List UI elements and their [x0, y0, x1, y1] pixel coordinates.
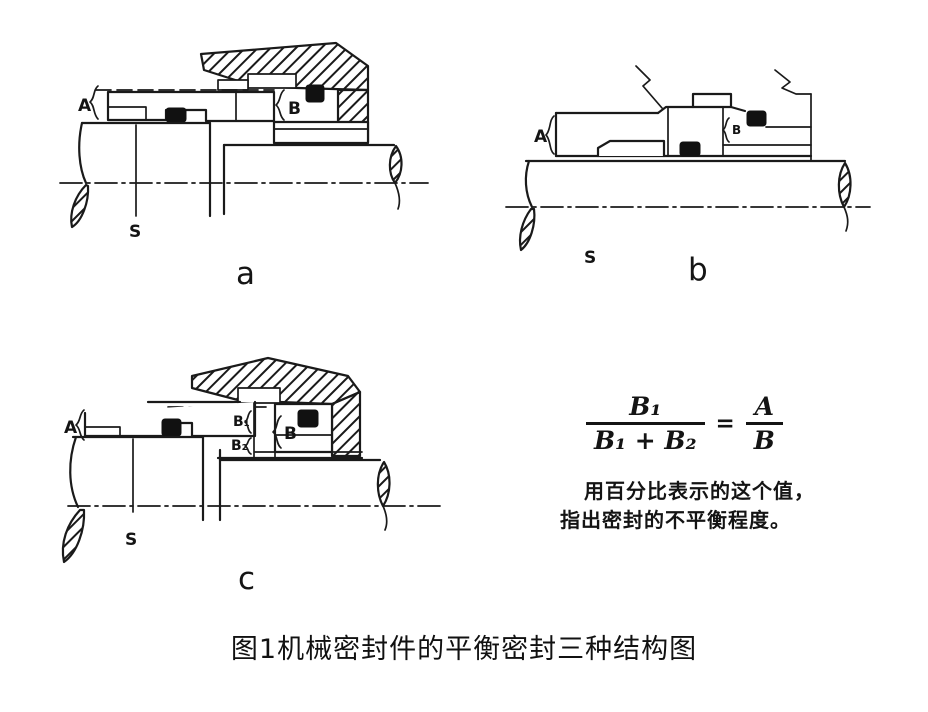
label-a: A [78, 96, 92, 116]
o-ring-seal-upper [297, 409, 319, 428]
label-b1: B₁ [233, 414, 250, 430]
o-ring-seal-lower [679, 141, 701, 157]
dimension-a: A [78, 85, 99, 120]
dimension-b: B [272, 415, 297, 449]
label-s: S [125, 530, 137, 550]
note-line-2: 指出密封的不平衡程度。 [560, 508, 791, 532]
o-ring-seal-upper [305, 84, 325, 103]
note-line-1: 用百分比表示的这个值， [584, 479, 815, 503]
label-a: A [64, 418, 78, 438]
dimension-b2: B₂ [231, 437, 252, 455]
fraction-rhs: A B [745, 392, 783, 455]
shaft-break-right [376, 460, 391, 508]
diagram-a-drawing: S A B [59, 41, 429, 242]
rhs-denominator: B [753, 426, 775, 455]
shaft [518, 159, 852, 252]
equals-sign: = [715, 410, 735, 437]
label-b2: B₂ [231, 438, 248, 454]
fraction-lhs: B₁ B₁ + B₂ [586, 392, 705, 455]
shaft-break-left [518, 207, 536, 252]
seal-assembly [83, 400, 364, 460]
label-s: S [584, 248, 596, 268]
formula-block: B₁ B₁ + B₂ = A B 用百分比表示的这个值， 指出密封的不平衡程度。 [560, 392, 900, 535]
shaft [70, 121, 403, 229]
dimension-s: S [129, 124, 141, 242]
diagram-b-caption: b [688, 252, 708, 288]
o-ring-seal-upper [746, 110, 767, 127]
shaft [61, 435, 391, 564]
lhs-denominator: B₁ + B₂ [594, 426, 697, 455]
shaft-break-left [70, 183, 90, 229]
shaft-break-right [837, 161, 852, 209]
label-b: B [288, 99, 301, 119]
dimension-s: S [125, 438, 137, 550]
dimension-b1: B₁ [233, 410, 252, 434]
lhs-numerator: B₁ [629, 392, 662, 421]
diagram-b-drawing: A B S [505, 65, 871, 268]
shaft-break-right [388, 144, 403, 185]
label-s: S [129, 222, 141, 242]
label-b: B [284, 424, 297, 444]
housing-gland-hatched [190, 356, 362, 458]
figure-caption: 图1机械密封件的平衡密封三种结构图 [230, 634, 698, 665]
o-ring-seal-lower [161, 418, 182, 437]
dimension-a: A [64, 409, 85, 441]
diagram-a-caption: a [236, 256, 255, 292]
seal-assembly [554, 92, 813, 158]
diagram-c-drawing: S A B₁ B₂ B [61, 356, 441, 564]
fraction-bar [745, 422, 783, 425]
diagram-c-caption: c [238, 561, 256, 597]
o-ring-seal-lower [165, 107, 187, 123]
rhs-numerator: A [754, 392, 775, 421]
shaft-break-left [61, 508, 86, 564]
label-b: B [732, 123, 741, 137]
fraction-bar [586, 422, 705, 425]
dimension-b: B [722, 117, 741, 143]
dimension-a: A [534, 115, 555, 155]
balance-ratio-formula: B₁ B₁ + B₂ = A B [560, 392, 900, 455]
label-a: A [534, 127, 548, 147]
seal-assembly [95, 89, 370, 145]
formula-note: 用百分比表示的这个值， 指出密封的不平衡程度。 [560, 477, 900, 535]
dimension-b: B [275, 89, 301, 121]
